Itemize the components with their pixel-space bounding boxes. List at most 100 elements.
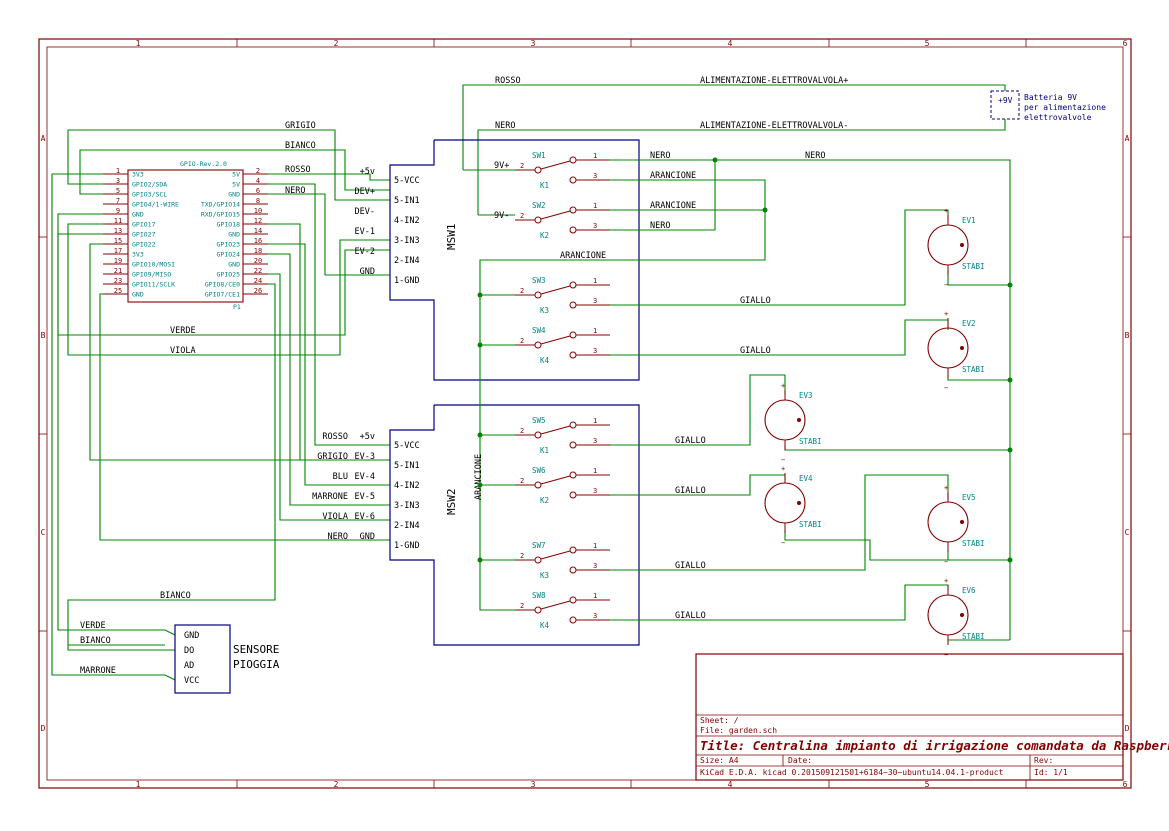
gpio-pin-number: 1 bbox=[116, 167, 120, 175]
msw-wire-color: ROSSO bbox=[322, 432, 348, 442]
rain-sensor-title-2: PIOGGIA bbox=[233, 658, 280, 671]
msw-pin-name: 3-IN3 bbox=[394, 236, 420, 246]
relay-pin-1: 1 bbox=[593, 467, 597, 475]
battery-text-2: per alimentazione bbox=[1024, 103, 1106, 112]
msw-net-label: EV-5 bbox=[355, 492, 375, 502]
relay-sw-label: SW3 bbox=[532, 276, 546, 285]
col-label-5-bottom: 5 bbox=[925, 780, 930, 789]
gpio-pin-name: GND bbox=[228, 261, 240, 269]
gpio-pin-number: 23 bbox=[114, 277, 122, 285]
col-label-6: 6 bbox=[1123, 39, 1128, 48]
gpio-pin-name: GPIO17 bbox=[132, 221, 156, 229]
gpio-pin-number: 25 bbox=[114, 287, 122, 295]
valve-plus: + bbox=[944, 310, 948, 318]
msw-pin-name: 3-IN3 bbox=[394, 501, 420, 511]
valve-minus: − bbox=[944, 281, 948, 289]
relay-k-label: K3 bbox=[540, 571, 549, 580]
msw-wire-color: VIOLA bbox=[322, 512, 348, 522]
net-label-9vplus: 9V+ bbox=[494, 161, 509, 171]
msw-pin-name: 4-IN2 bbox=[394, 216, 420, 226]
valve-minus: − bbox=[944, 558, 948, 566]
junction bbox=[762, 207, 768, 213]
msw-net-label: DEV+ bbox=[355, 187, 375, 197]
junction bbox=[477, 482, 483, 488]
gpio-pin-name: GPIO18 bbox=[217, 221, 241, 229]
gpio-pin-number: 13 bbox=[114, 227, 122, 235]
relay-pin-2: 2 bbox=[520, 287, 524, 295]
net-label-arancione-sw1: ARANCIONE bbox=[650, 171, 696, 181]
gpio-pin-name: GND bbox=[228, 231, 240, 239]
gpio-pin-number: 16 bbox=[254, 237, 262, 245]
rain-sensor-title-1: SENSORE bbox=[233, 643, 279, 656]
gpio-pin-number: 26 bbox=[254, 287, 262, 295]
msw2-pins: 5-VCC+5vROSSO5-IN1EV-3GRIGIO4-IN2EV-4BLU… bbox=[312, 432, 419, 551]
gpio-pin-name: GPIO3/SCL bbox=[132, 191, 167, 199]
row-label-a-right: A bbox=[1125, 134, 1130, 143]
junction bbox=[477, 342, 483, 348]
net-label-giallo-4: GIALLO bbox=[675, 486, 706, 496]
junction bbox=[1007, 447, 1013, 453]
gpio-pin-number: 20 bbox=[254, 257, 262, 265]
gpio-pin-number: 24 bbox=[254, 277, 262, 285]
msw-net-label: +5v bbox=[360, 432, 375, 442]
net-label-nero-right: NERO bbox=[805, 151, 825, 161]
valve-minus: − bbox=[944, 384, 948, 392]
gpio-pin-number: 2 bbox=[256, 167, 260, 175]
net-label-giallo-5: GIALLO bbox=[675, 561, 706, 571]
title-block: Sheet: / File: garden.sch Title: Central… bbox=[695, 653, 1169, 781]
gpio-pin-number: 17 bbox=[114, 247, 122, 255]
msw-wire-color: NERO bbox=[328, 532, 348, 542]
relay-sw-label: SW5 bbox=[532, 416, 546, 425]
net-label-giallo-1: GIALLO bbox=[740, 296, 771, 306]
relay-k-label: K2 bbox=[540, 496, 549, 505]
valve-ref: EV5 bbox=[962, 493, 976, 502]
valve-ref: EV1 bbox=[962, 216, 976, 225]
relay-wires: 9V+ 9V- NERO NERO NERO ARANCIONE ARANCIO… bbox=[463, 151, 1013, 641]
msw-net-label: EV-3 bbox=[355, 452, 375, 462]
msw-pin-name: 2-IN4 bbox=[394, 521, 420, 531]
title-block-id: Id: 1/1 bbox=[1034, 768, 1068, 777]
relay-pin-1: 1 bbox=[593, 152, 597, 160]
net-label-arancione-sw2: ARANCIONE bbox=[650, 201, 696, 211]
top-wires: ROSSO ALIMENTAZIONE-ELETTROVALVOLA+ NERO… bbox=[462, 76, 1006, 215]
net-label-giallo-2: GIALLO bbox=[740, 346, 771, 356]
wire-label-alim-minus: ALIMENTAZIONE-ELETTROVALVOLA- bbox=[700, 121, 848, 131]
title-block-kicad: KiCad E.D.A. kicad 0.201509121501+6184~3… bbox=[700, 768, 1004, 777]
wire-label-verde-sensor: VERDE bbox=[80, 621, 106, 631]
valve-minus: − bbox=[781, 456, 785, 464]
relay-sw-label: SW8 bbox=[532, 591, 546, 600]
junction bbox=[1007, 282, 1013, 288]
relay-pin-2: 2 bbox=[520, 337, 524, 345]
gpio-ref: P1 bbox=[233, 303, 241, 311]
wire-label-nero-gpio: NERO bbox=[285, 186, 305, 196]
relay-sw-label: SW6 bbox=[532, 466, 546, 475]
net-label-nero-sw2: NERO bbox=[650, 221, 670, 231]
relay-pin-2: 2 bbox=[520, 477, 524, 485]
wire-label-nero-top: NERO bbox=[495, 121, 515, 131]
net-label-giallo-6: GIALLO bbox=[675, 611, 706, 621]
wire-label-bianco-sensor-top: BIANCO bbox=[160, 591, 191, 601]
rain-sensor-pin-vcc: VCC bbox=[184, 676, 199, 686]
row-label-d-right: D bbox=[1125, 724, 1130, 733]
msw-pin-name: 5-VCC bbox=[394, 441, 420, 451]
valve-value: STABI bbox=[962, 632, 985, 641]
msw-net-label: EV-1 bbox=[355, 227, 375, 237]
wire-label-bianco: BIANCO bbox=[285, 141, 316, 151]
msw-wire-color: BLU bbox=[333, 472, 348, 482]
relay-pin-3: 3 bbox=[593, 562, 597, 570]
valve-minus: − bbox=[781, 539, 785, 547]
valve-ref: EV3 bbox=[799, 391, 813, 400]
relay-pin-2: 2 bbox=[520, 552, 524, 560]
msw-pin-name: 2-IN4 bbox=[394, 256, 420, 266]
valve-ref: EV4 bbox=[799, 474, 813, 483]
valve-ref: EV2 bbox=[962, 319, 976, 328]
msw-pin-name: 5-VCC bbox=[394, 176, 420, 186]
